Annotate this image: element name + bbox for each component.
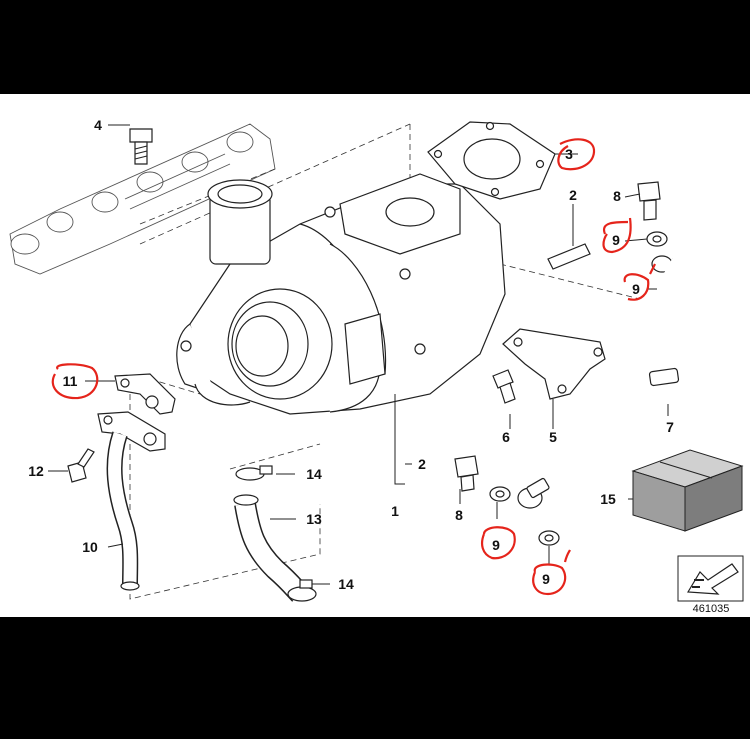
label-12: 12 xyxy=(28,463,44,479)
clamp-14-lower xyxy=(287,579,317,602)
label-5: 5 xyxy=(549,429,557,445)
oil-return-pipe-10 xyxy=(97,411,166,591)
gasket-3 xyxy=(427,121,556,200)
label-14-lower: 14 xyxy=(338,576,354,592)
parts-diagram: 4 3 2 8 9 9 11 6 5 7 12 14 2 15 1 8 13 9… xyxy=(0,94,750,617)
box-15 xyxy=(631,449,744,532)
label-9-upper-a: 9 xyxy=(612,232,620,248)
gasket-11 xyxy=(114,373,176,415)
callout-labels: 4 3 2 8 9 9 11 6 5 7 12 14 2 15 1 8 13 9… xyxy=(28,117,674,592)
bolt-8-lower xyxy=(454,455,479,492)
label-8-lower: 8 xyxy=(455,507,463,523)
washer-9-lower-a xyxy=(489,486,511,502)
reference-icon xyxy=(677,555,744,602)
clamp-14-upper xyxy=(235,465,273,481)
oil-line-7 xyxy=(517,255,735,509)
label-1: 1 xyxy=(391,503,399,519)
bolt-12 xyxy=(67,448,95,483)
bolt-4 xyxy=(129,128,153,165)
washer-9-lower-b xyxy=(538,530,560,546)
label-14-upper: 14 xyxy=(306,466,322,482)
label-2-lower: 2 xyxy=(418,456,426,472)
exhaust-manifold xyxy=(9,123,276,275)
bolt-6 xyxy=(492,369,516,404)
label-15: 15 xyxy=(600,491,616,507)
reference-number: 461035 xyxy=(693,603,730,615)
label-2-upper: 2 xyxy=(569,187,577,203)
label-11: 11 xyxy=(63,373,78,389)
washer-9-upper-a xyxy=(646,231,668,247)
label-6: 6 xyxy=(502,429,510,445)
bolt-8-upper xyxy=(637,181,661,221)
red-highlight-marks xyxy=(51,138,656,596)
stud-2 xyxy=(547,243,591,270)
label-8-upper: 8 xyxy=(613,188,621,204)
leader-lines xyxy=(48,124,669,585)
assembly-dash-lines xyxy=(129,123,641,600)
label-4: 4 xyxy=(94,117,102,133)
label-7: 7 xyxy=(666,419,674,435)
label-10: 10 xyxy=(82,539,98,555)
label-9-upper-b: 9 xyxy=(632,281,640,297)
label-9-lower-a: 9 xyxy=(492,537,500,553)
bracket-5 xyxy=(502,328,606,400)
label-9-lower-b: 9 xyxy=(542,571,550,587)
label-3: 3 xyxy=(565,146,573,162)
turbocharger xyxy=(176,173,506,415)
label-13: 13 xyxy=(306,511,322,527)
